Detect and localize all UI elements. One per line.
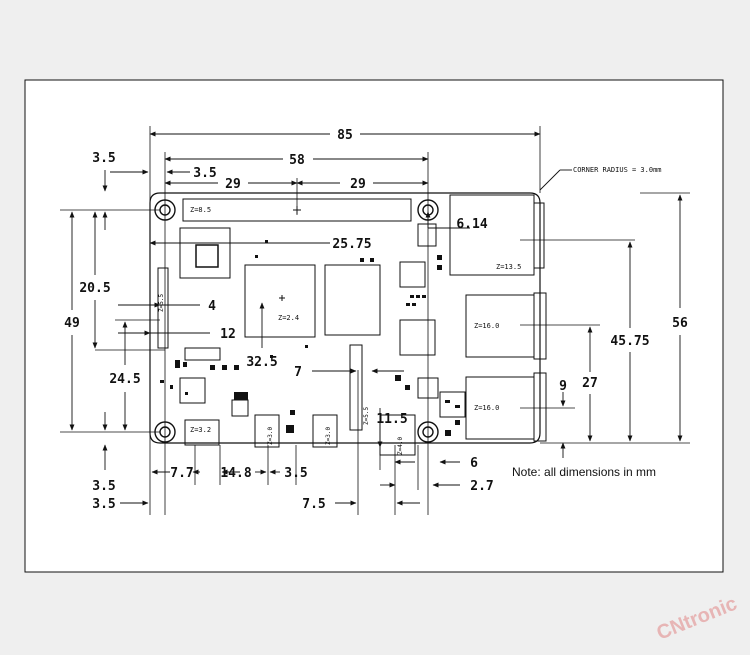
dim-7-7: 7.7 bbox=[170, 466, 193, 481]
dimension-lines bbox=[69, 131, 683, 506]
watermark-logo: CNtronic bbox=[654, 593, 741, 645]
units-note: Note: all dimensions in mm bbox=[512, 465, 656, 479]
dim-3-5-left: 3.5 bbox=[92, 151, 115, 166]
dim-9: 9 bbox=[559, 379, 567, 394]
dim-29-right: 29 bbox=[350, 177, 366, 192]
dim-7-5: 7.5 bbox=[302, 497, 325, 512]
dim-6-14: 6.14 bbox=[456, 217, 487, 232]
ram-chip bbox=[324, 264, 381, 336]
hdmi-1 bbox=[312, 414, 338, 448]
z-usb-power: Z=3.2 bbox=[190, 426, 211, 434]
dim-58: 58 bbox=[289, 153, 305, 168]
display-connector bbox=[349, 344, 363, 431]
z-usb-top: Z=16.0 bbox=[474, 322, 499, 330]
z-ethernet: Z=13.5 bbox=[496, 263, 521, 271]
dim-27: 27 bbox=[582, 376, 598, 391]
board-outline bbox=[149, 192, 541, 444]
audio-jack bbox=[379, 414, 416, 456]
dim-13-5: 3.5 bbox=[284, 466, 307, 481]
hdmi-0 bbox=[254, 414, 280, 448]
z-soc: Z=2.4 bbox=[278, 314, 299, 322]
corner-radius-label: CORNER RADIUS = 3.0mm bbox=[573, 166, 662, 174]
dimension-labels: 85 58 3.5 29 29 3.5 49 20.5 24.5 3.5 3.5… bbox=[64, 128, 688, 512]
z-audio: Z=4.0 bbox=[397, 437, 404, 455]
small-components bbox=[160, 240, 460, 436]
z-display: Z=5.5 bbox=[158, 294, 165, 312]
z-camera: Z=5.5 bbox=[363, 407, 370, 425]
dim-6: 6 bbox=[470, 456, 478, 471]
dim-3-5-bottom: 3.5 bbox=[92, 479, 115, 494]
dim-56: 56 bbox=[672, 316, 688, 331]
dim-12: 12 bbox=[220, 327, 236, 342]
dim-11-5: 11.5 bbox=[376, 412, 407, 427]
usb-power bbox=[184, 419, 220, 446]
dim-29-left: 29 bbox=[225, 177, 241, 192]
dim-7: 7 bbox=[294, 365, 302, 380]
z-gpio: Z=8.5 bbox=[190, 206, 211, 214]
mounting-holes bbox=[154, 199, 439, 443]
dim-25-75: 25.75 bbox=[332, 237, 371, 252]
z-usb-bottom: Z=16.0 bbox=[474, 404, 499, 412]
gpio-header bbox=[182, 198, 412, 222]
z-hdmi-1: Z=3.0 bbox=[325, 427, 332, 445]
soc-chip bbox=[244, 264, 316, 338]
dim-49: 49 bbox=[64, 316, 80, 331]
drawing-frame bbox=[24, 79, 724, 573]
dim-3-5-bottom-b: 3.5 bbox=[92, 497, 115, 512]
dim-4: 4 bbox=[208, 299, 216, 314]
dim-85: 85 bbox=[337, 128, 353, 143]
dim-20-5: 20.5 bbox=[79, 281, 110, 296]
dim-3-5-top: 3.5 bbox=[193, 166, 216, 181]
dim-32-5: 32.5 bbox=[246, 355, 277, 370]
height-labels: CORNER RADIUS = 3.0mm Z=8.5 Z=13.5 Z=16.… bbox=[158, 166, 662, 455]
dim-45-75: 45.75 bbox=[610, 334, 649, 349]
dim-24-5: 24.5 bbox=[109, 372, 140, 387]
dim-14-8: 14.8 bbox=[220, 466, 251, 481]
dim-2-7: 2.7 bbox=[470, 479, 493, 494]
components bbox=[157, 194, 547, 456]
z-hdmi-0: Z=3.0 bbox=[267, 427, 274, 445]
